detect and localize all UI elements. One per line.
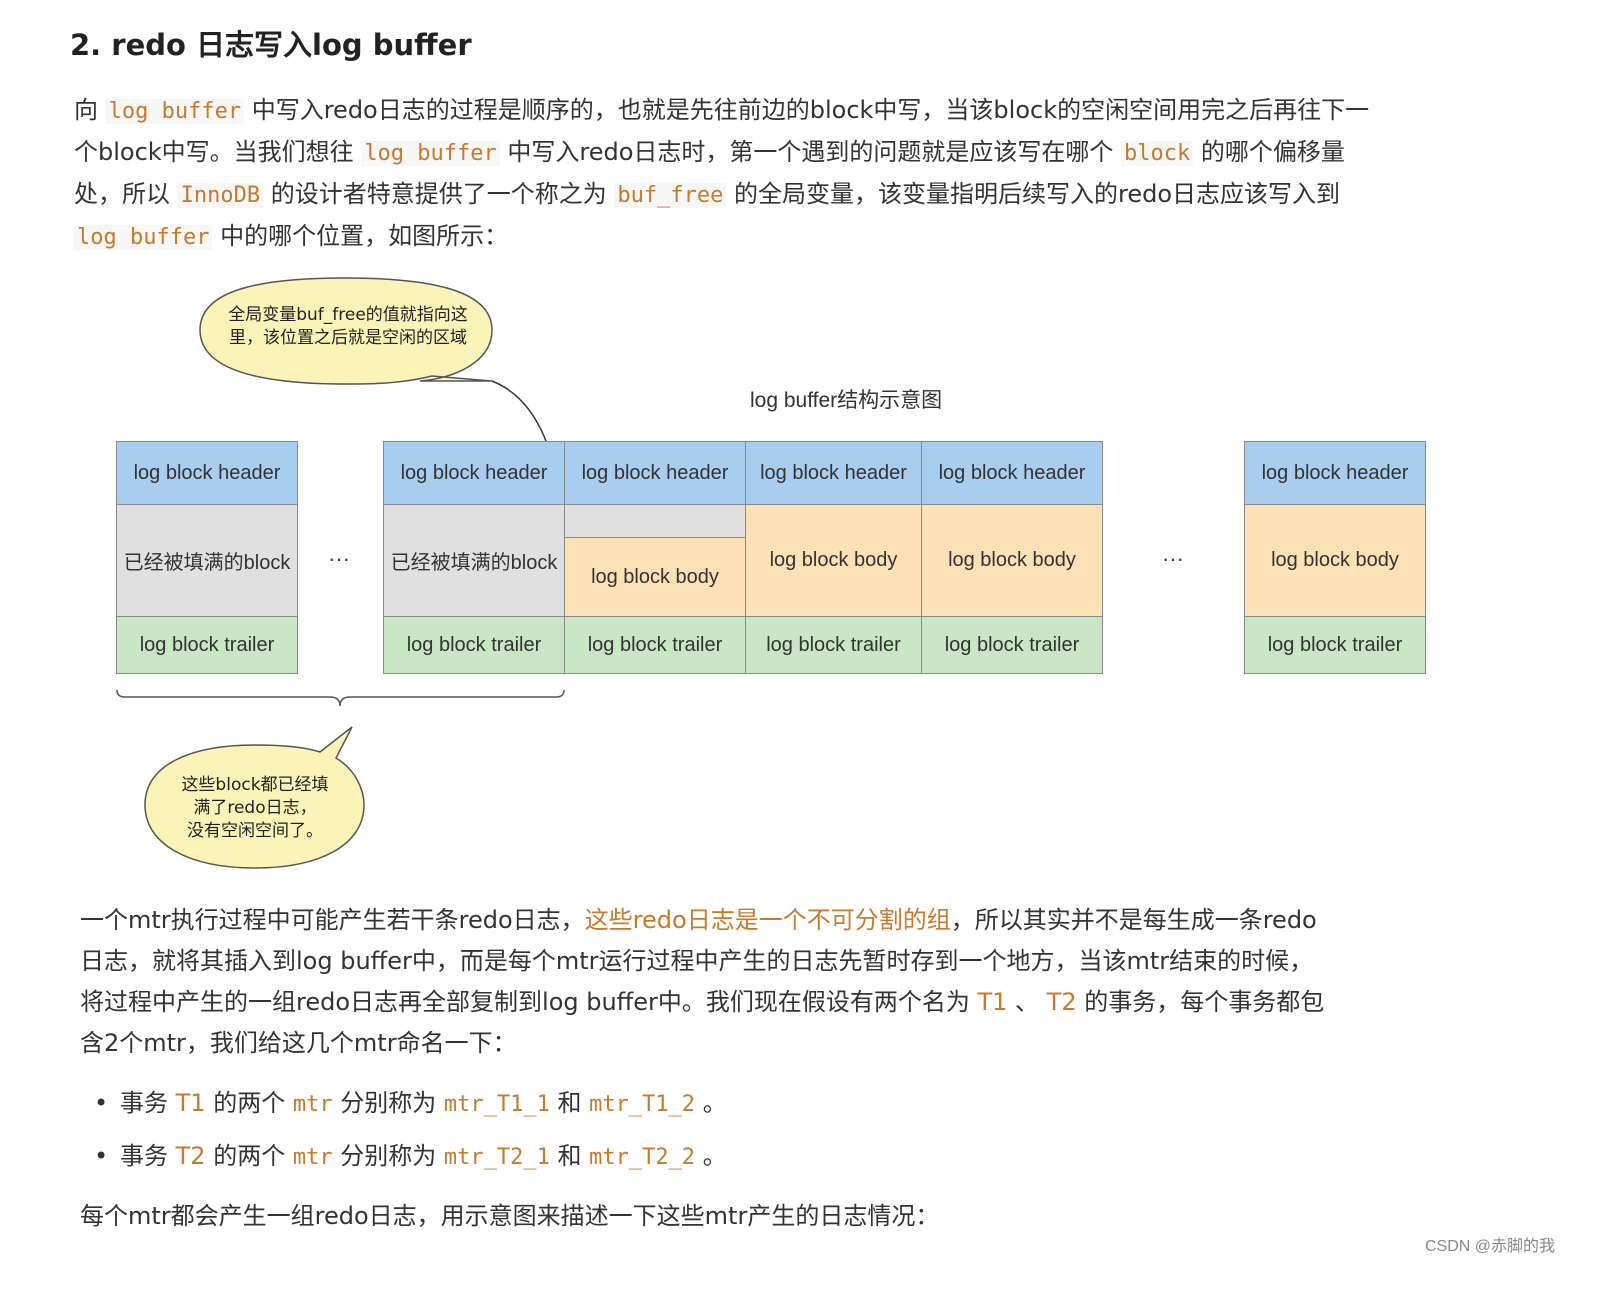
text-run: 的两个: [205, 1089, 293, 1117]
bubble-bottom-line-2: 满了redo日志，: [193, 798, 317, 818]
text-run: 分别称为: [332, 1142, 444, 1170]
text-run: 一个mtr执行过程中可能产生若干条redo日志，: [80, 906, 585, 934]
text-run: 的哪个偏移量处，所以: [74, 138, 1345, 208]
inline-code: mtr_T1_2: [589, 1092, 696, 1117]
bubble-top-text: 全局变量buf_free的值就指向这 里，该位置之后就是空闲的区域: [206, 304, 490, 350]
block-filled: 已经被填满的block: [383, 504, 565, 617]
section-heading: 2. redo 日志写入log buffer: [70, 28, 472, 62]
inline-code: log buffer: [105, 99, 245, 124]
speech-bubble-top: [199, 277, 493, 385]
inline-code: InnoDB: [177, 183, 264, 208]
highlight-text: T2: [1046, 988, 1077, 1016]
block-header: log block header: [921, 441, 1103, 505]
text-run: 。: [695, 1089, 727, 1117]
inline-code: mtr_T2_2: [589, 1145, 696, 1170]
inline-code: buf_free: [614, 183, 727, 208]
curly-brace: [116, 689, 565, 707]
highlight-text: T1: [175, 1089, 206, 1117]
highlight-text: T1: [977, 988, 1008, 1016]
bubble-top-line-2: 里，该位置之后就是空闲的区域: [229, 328, 467, 348]
ellipsis-1: ···: [328, 546, 350, 571]
text-run: 中写入redo日志时，第一个遇到的问题就是应该写在哪个: [499, 138, 1122, 166]
text-run: 和: [549, 1142, 590, 1170]
speech-bubble-bottom: [144, 726, 365, 869]
inline-code: block: [1121, 141, 1194, 166]
summary-paragraph: 每个mtr都会产生一组redo日志，用示意图来描述一下这些mtr产生的日志情况：: [80, 1202, 940, 1230]
list-item: 事务 T1 的两个 mtr 分别称为 mtr_T1_1 和 mtr_T1_2 。: [90, 1080, 727, 1133]
block-body: log block body: [1244, 504, 1426, 617]
bubble-bottom-line-3: 没有空闲空间了。: [187, 821, 323, 841]
block-header: log block header: [1244, 441, 1426, 505]
mtr-paragraph: 一个mtr执行过程中可能产生若干条redo日志，这些redo日志是一个不可分割的…: [80, 900, 1330, 1064]
text-run: 和: [549, 1089, 590, 1117]
text-run: 的全局变量，该变量指明后续写入的redo日志应该写入到: [726, 180, 1341, 208]
diagram-title: log buffer结构示意图: [750, 389, 943, 412]
block-body: log block body: [921, 504, 1103, 617]
diagram-lines: [116, 277, 568, 869]
list-item: 事务 T2 的两个 mtr 分别称为 mtr_T2_1 和 mtr_T2_2 。: [90, 1133, 727, 1186]
text-run: 的两个: [205, 1142, 293, 1170]
text-run: 向: [74, 96, 106, 124]
block-header: log block header: [383, 441, 565, 505]
text-run: 的设计者特意提供了一个称之为: [263, 180, 615, 208]
text-run: 中的哪个位置，如图所示：: [212, 222, 509, 250]
inline-code: mtr: [292, 1145, 333, 1170]
text-run: 的事务，每个事务都包含2个mtr，我们给这几个mtr命名一下：: [80, 988, 1325, 1057]
block-header: log block header: [564, 441, 746, 505]
ellipsis-2: ···: [1162, 546, 1184, 571]
block-trailer: log block trailer: [383, 616, 565, 674]
bubble-top-line-1: 全局变量buf_free的值就指向这: [228, 305, 468, 325]
highlight-text: T2: [175, 1142, 206, 1170]
text-run: 分别称为: [332, 1089, 444, 1117]
inline-code: log buffer: [361, 141, 500, 166]
block-body: log block body: [564, 537, 746, 617]
watermark: CSDN @赤脚的我: [1424, 1238, 1555, 1255]
text-run: 事务: [120, 1089, 176, 1117]
block-trailer: log block trailer: [116, 616, 298, 674]
block-trailer: log block trailer: [1244, 616, 1426, 674]
block-header: log block header: [745, 441, 922, 505]
block-trailer: log block trailer: [564, 616, 746, 674]
text-run: 。: [695, 1142, 727, 1170]
bubble-bottom-text: 这些block都已经填 满了redo日志， 没有空闲空间了。: [150, 774, 360, 843]
block-filled: 已经被填满的block: [116, 504, 298, 617]
block-used-area: [564, 504, 746, 538]
text-run: 事务: [120, 1142, 176, 1170]
bubble-bottom-line-1: 这些block都已经填: [181, 775, 329, 795]
mtr-bullet-list: 事务 T1 的两个 mtr 分别称为 mtr_T1_1 和 mtr_T1_2 。…: [90, 1080, 727, 1186]
text-run: 中写入redo日志的过程是顺序的，也就是先往前边的block中写，当该block…: [74, 96, 1370, 166]
block-trailer: log block trailer: [745, 616, 922, 674]
inline-code: mtr_T1_1: [443, 1092, 550, 1117]
intro-paragraph: 向 log buffer 中写入redo日志的过程是顺序的，也就是先往前边的bl…: [74, 90, 1374, 258]
text-run: 、: [1007, 988, 1047, 1016]
inline-code: log buffer: [74, 225, 213, 250]
block-header: log block header: [116, 441, 298, 505]
block-body: log block body: [745, 504, 922, 617]
inline-code: mtr: [292, 1092, 333, 1117]
highlight-text: 这些redo日志是一个不可分割的组: [584, 906, 951, 934]
inline-code: mtr_T2_1: [443, 1145, 550, 1170]
block-trailer: log block trailer: [921, 616, 1103, 674]
text-run: ，所以其实并不是每生成一条redo日志，就将其插入到log buffer中，而是…: [80, 906, 1317, 1016]
